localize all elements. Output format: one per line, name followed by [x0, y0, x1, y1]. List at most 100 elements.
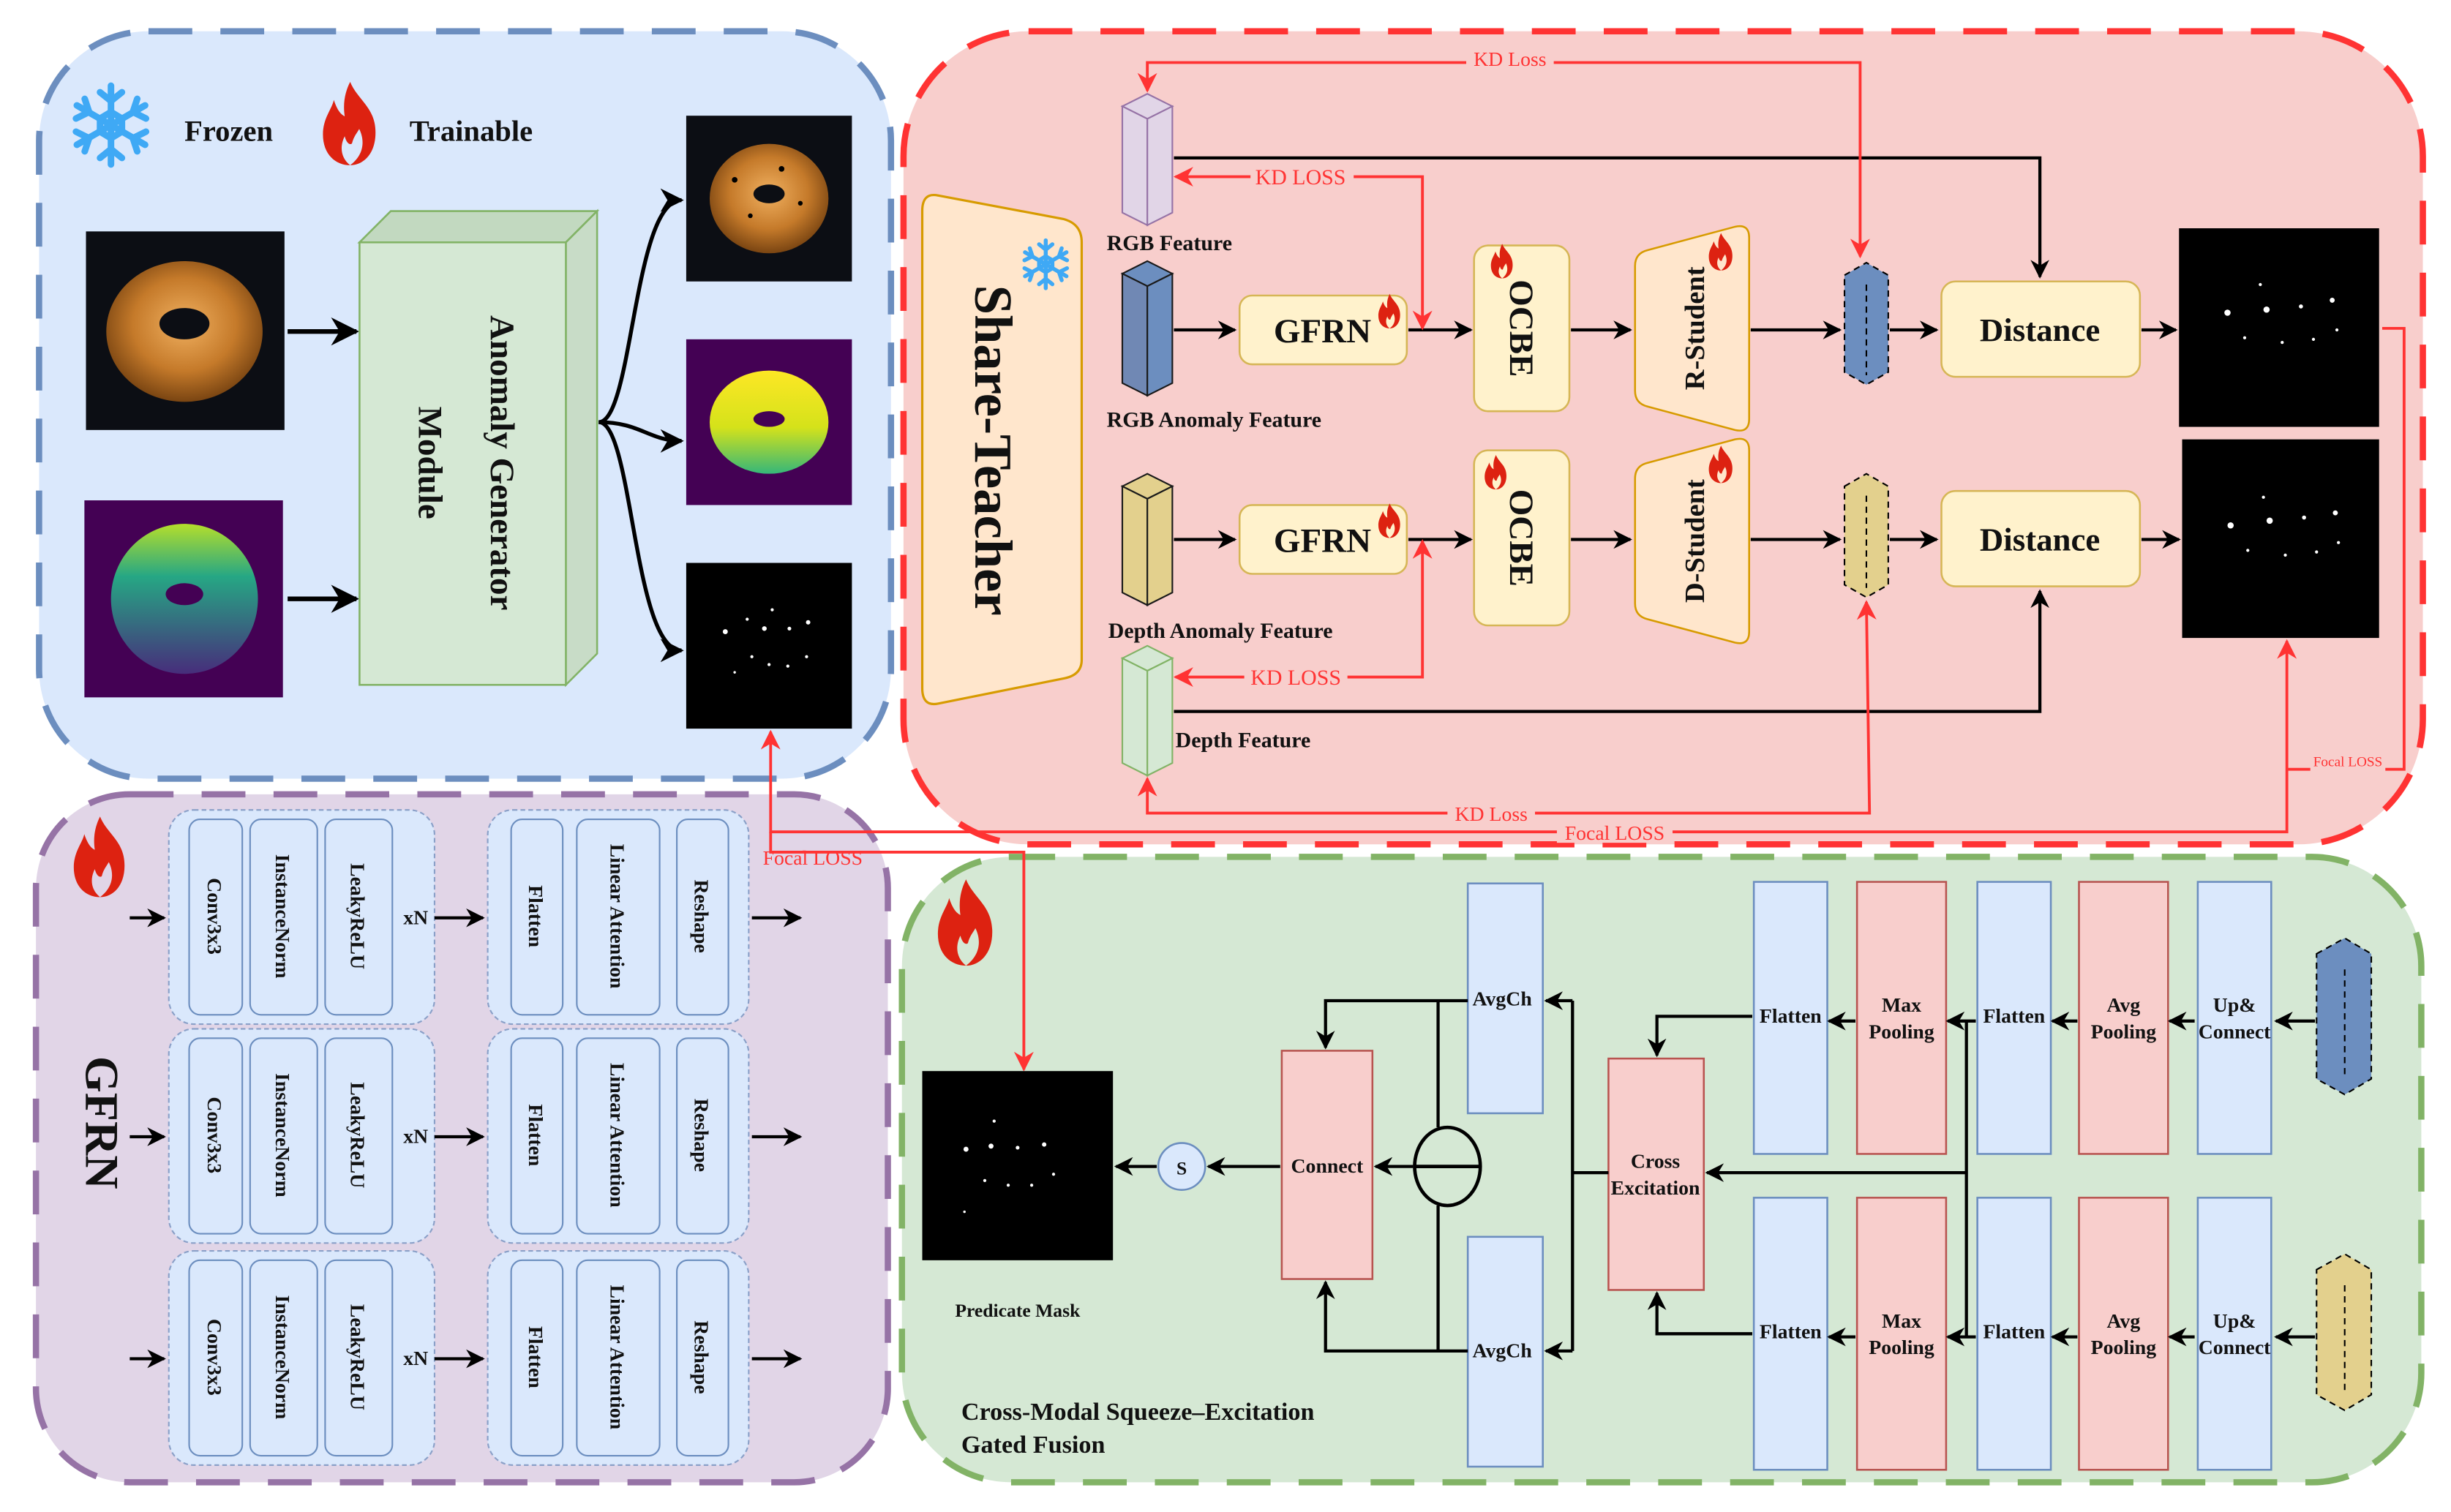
leakyrelu-block: [324, 1259, 394, 1457]
reshape-block-label: Reshape: [690, 879, 713, 952]
share-teacher: Share-Teacher: [920, 193, 1084, 706]
conv3x3-block-label: Conv3x3: [203, 1097, 225, 1173]
focal-loss-mid-label: Focal LOSS: [763, 847, 863, 870]
max-pooling-block-label: Max: [1882, 994, 1921, 1017]
avg-pooling-block-label: Avg: [2107, 1310, 2141, 1333]
flatten-block-label: Flatten: [1983, 1005, 2045, 1028]
depth-feature-block: [1120, 644, 1174, 777]
reshape-block: [676, 1259, 729, 1457]
frozen-label: Frozen: [184, 114, 273, 147]
rgb-anomaly-map: [2179, 228, 2379, 427]
conv3x3-block-label: Conv3x3: [203, 878, 225, 955]
svg-text:Connect: Connect: [1291, 1155, 1364, 1178]
svg-text:R-Student: R-Student: [1680, 266, 1711, 390]
reshape-block-label: Reshape: [690, 1099, 713, 1172]
predicate-mask-image: [922, 1071, 1114, 1260]
max-pooling-block-label: Pooling: [1869, 1020, 1934, 1043]
up-connect-block-label: Connect: [2199, 1336, 2271, 1359]
kd-loss-rgb-label: KD LOSS: [1255, 165, 1346, 189]
predicate-mask-label: Predicate Mask: [955, 1300, 1081, 1321]
arrow-generator-to-mask: [598, 420, 684, 663]
reshape-block: [676, 1037, 729, 1235]
instancenorm-block-label: InstanceNorm: [271, 854, 293, 979]
leakyrelu-block-label: LeakyReLU: [346, 863, 369, 969]
flatten-block: Flatten: [1752, 881, 1828, 1155]
svg-text:OCBE: OCBE: [1502, 489, 1540, 587]
flatten-block: Flatten: [1976, 1197, 2052, 1471]
depth-input-image: [84, 500, 283, 698]
leakyrelu-block-label: LeakyReLU: [346, 1082, 369, 1188]
reshape-block-label: Reshape: [690, 1320, 713, 1393]
connect-module: Connect: [1280, 1050, 1374, 1280]
gfrn-row: Conv3x3 InstanceNorm LeakyReLU Flatten Linea…: [130, 809, 803, 1026]
distance-depth-module: Distance: [1940, 489, 2142, 587]
anomaly-generator-module: Anomaly Generator Module: [357, 208, 600, 688]
rgb-fusion-input-feature: [2316, 937, 2373, 1096]
repeat-label: xN: [403, 1126, 428, 1148]
ocbe-depth-module: OCBE: [1473, 449, 1571, 627]
up-connect-block-label: Connect: [2199, 1020, 2271, 1043]
instancenorm-block-label: InstanceNorm: [271, 1073, 293, 1197]
anomaly-mask-image: [686, 563, 852, 729]
trainable-label: Trainable: [410, 114, 533, 147]
rgb-anomaly-feature-label: RGB Anomaly Feature: [1107, 408, 1321, 432]
svg-text:D-Student: D-Student: [1680, 479, 1711, 603]
avg-pooling-block-label: Avg: [2107, 994, 2141, 1017]
cross-excitation-module: Cross Excitation: [1607, 1057, 1705, 1291]
rgb-input-image: [86, 231, 285, 430]
up-connect-block-label: Up&: [2213, 1310, 2256, 1333]
svg-text:Excitation: Excitation: [1611, 1177, 1700, 1200]
instancenorm-block-label: InstanceNorm: [271, 1295, 293, 1420]
leakyrelu-block-label: LeakyReLU: [346, 1304, 369, 1410]
arrow-generator-to-rgb-anomaly: [598, 188, 684, 424]
focal-loss-right-label: Focal LOSS: [2313, 754, 2382, 770]
svg-text:Cross: Cross: [1631, 1151, 1681, 1173]
max-pooling-block-label: Max: [1882, 1310, 1921, 1333]
svg-text:Distance: Distance: [1980, 312, 2100, 348]
flatten-block-label: Flatten: [524, 1326, 547, 1388]
rgb-feature-block: [1120, 93, 1174, 227]
subtract-operator: [1413, 1125, 1482, 1208]
distance-rgb-module: Distance: [1940, 280, 2142, 378]
flatten-block: Flatten: [1976, 881, 2052, 1155]
kd-loss-depth-label: KD LOSS: [1250, 666, 1341, 690]
rgb-feature-label: RGB Feature: [1107, 231, 1232, 255]
rgb-anomaly-feature-block: [1120, 260, 1174, 397]
flatten-block: Flatten: [1752, 1197, 1828, 1471]
conv3x3-block: [188, 819, 244, 1016]
conv3x3-block: [188, 1259, 244, 1457]
linear-attention-block-label: Linear Attention: [605, 844, 628, 989]
avg-pooling-block-label: Pooling: [2091, 1020, 2157, 1043]
svg-text:Distance: Distance: [1980, 521, 2100, 557]
flatten-block: [510, 1037, 564, 1235]
avg-pooling-block-label: Pooling: [2091, 1336, 2157, 1359]
max-pooling-block-label: Pooling: [1869, 1336, 1934, 1359]
conv3x3-block: [188, 1037, 244, 1235]
flatten-block: [510, 819, 564, 1016]
up-connect-block-label: Up&: [2213, 994, 2256, 1017]
flatten-block-label: Flatten: [1983, 1321, 2045, 1344]
instancenorm-block: [249, 1259, 318, 1457]
linear-attention-block-label: Linear Attention: [605, 1063, 628, 1208]
repeat-label: xN: [403, 1347, 428, 1370]
svg-text:AvgCh: AvgCh: [1473, 988, 1533, 1010]
d-student-module: D-Student: [1634, 437, 1751, 644]
svg-text:GFRN: GFRN: [1274, 522, 1371, 560]
flatten-block-label: Flatten: [524, 885, 547, 947]
rgb-anomaly-image: [686, 116, 852, 282]
depth-anomaly-map: [2182, 439, 2379, 639]
r-student-module: R-Student: [1634, 225, 1751, 432]
fusion-title-line1: Cross-Modal Squeeze–Excitation: [961, 1399, 1315, 1426]
up-connect-block: Up&Connect: [2196, 1197, 2272, 1471]
kd-loss-bottom-label: KD Loss: [1455, 803, 1527, 826]
avgch-bottom-module: AvgCh: [1466, 1235, 1544, 1468]
instancenorm-block: [249, 819, 318, 1016]
depth-student-feature-block: [1843, 473, 1889, 598]
depth-anomaly-feature-label: Depth Anomaly Feature: [1108, 619, 1333, 643]
